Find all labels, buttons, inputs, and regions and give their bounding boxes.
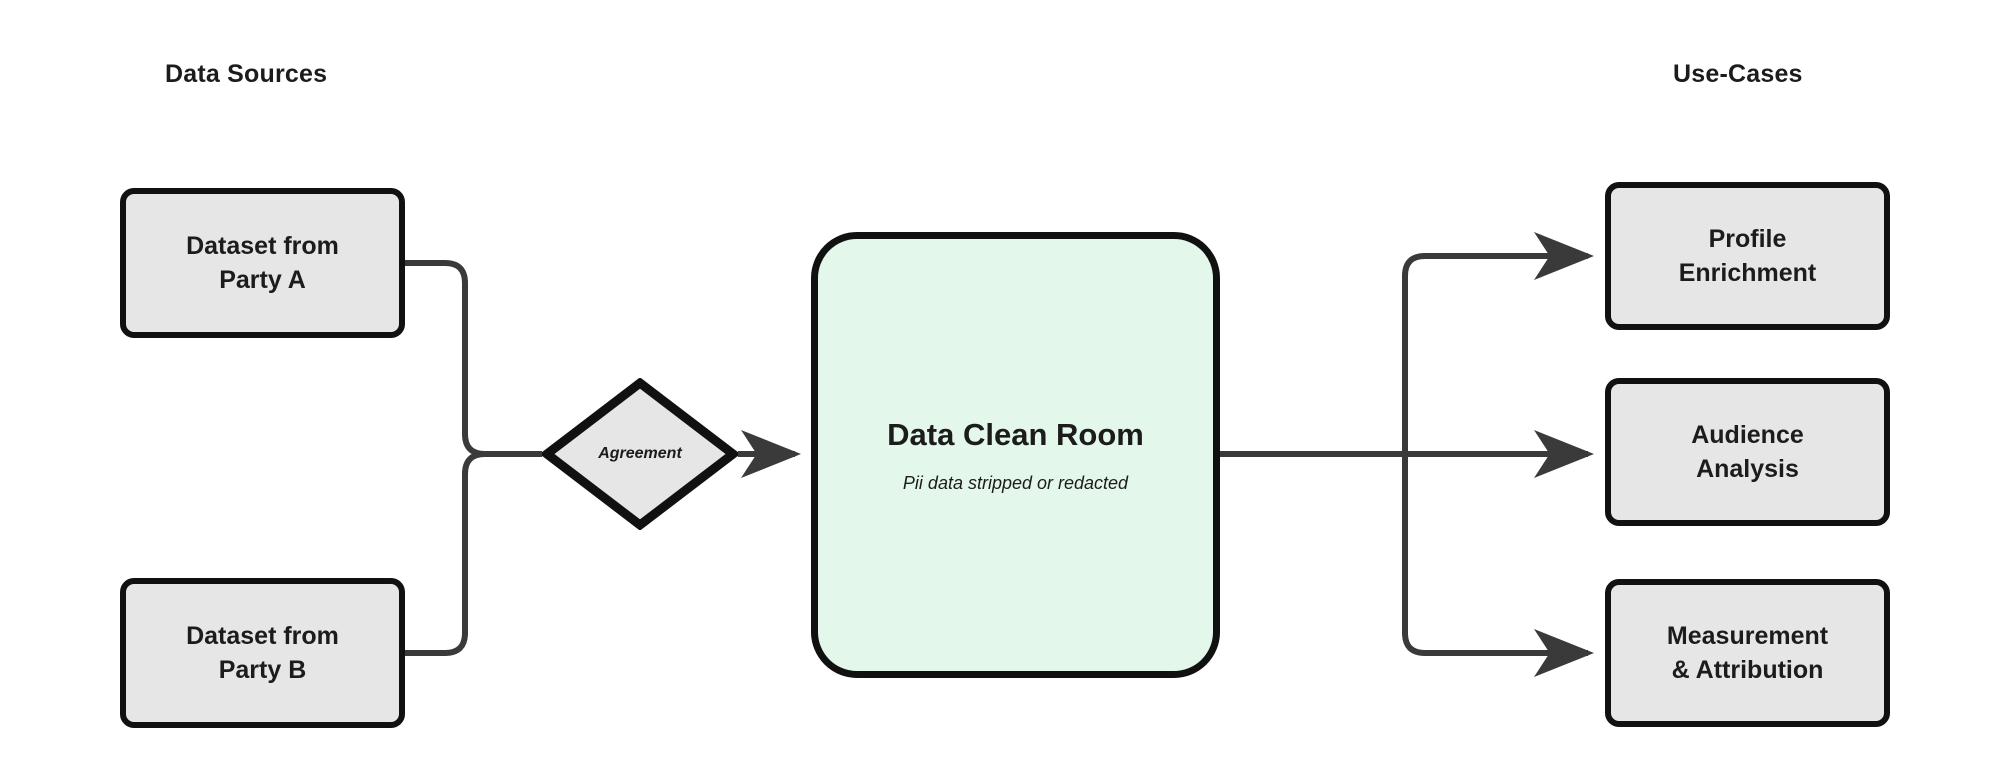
edge-party-b-to-agreement	[405, 451, 542, 656]
node-label-line1: Measurement	[1666, 621, 1829, 650]
node-label-agreement: Agreement	[598, 445, 682, 462]
node-label-line2: Party B	[218, 656, 307, 684]
node-use-case-profile-enrichment[interactable]: Profile Enrichment	[1605, 182, 1890, 330]
node-label-line1: Dataset from	[186, 621, 339, 650]
node-label-line1: Audience	[1691, 420, 1804, 449]
node-label-line2: Party A	[219, 266, 306, 294]
node-dataset-party-a[interactable]: Dataset from Party A	[120, 188, 405, 338]
edge-clean-room-to-profile	[1402, 232, 1594, 454]
diamond-shape-icon	[542, 378, 738, 530]
node-label-line1: Profile	[1708, 224, 1787, 253]
node-agreement-gate[interactable]: Agreement	[542, 378, 738, 530]
node-data-clean-room[interactable]: Data Clean Room Pii data stripped or red…	[811, 232, 1220, 678]
node-label-line2: Enrichment	[1678, 259, 1817, 287]
node-dataset-party-b[interactable]: Dataset from Party B	[120, 578, 405, 728]
node-use-case-audience-analysis[interactable]: Audience Analysis	[1605, 378, 1890, 526]
node-label-line2: Analysis	[1696, 455, 1799, 483]
node-label-line1: Dataset from	[186, 231, 339, 260]
edge-party-a-to-agreement	[405, 260, 542, 457]
node-label-clean-room-subtitle: Pii data stripped or redacted	[902, 472, 1129, 493]
node-label-clean-room-title: Data Clean Room	[887, 416, 1144, 452]
node-use-case-measurement-attribution[interactable]: Measurement & Attribution	[1605, 579, 1890, 727]
column-heading-data-sources: Data Sources	[165, 60, 328, 88]
edge-clean-room-to-measurement	[1402, 454, 1594, 677]
column-heading-use-cases: Use-Cases	[1673, 60, 1803, 88]
node-label-line2: & Attribution	[1671, 656, 1824, 684]
